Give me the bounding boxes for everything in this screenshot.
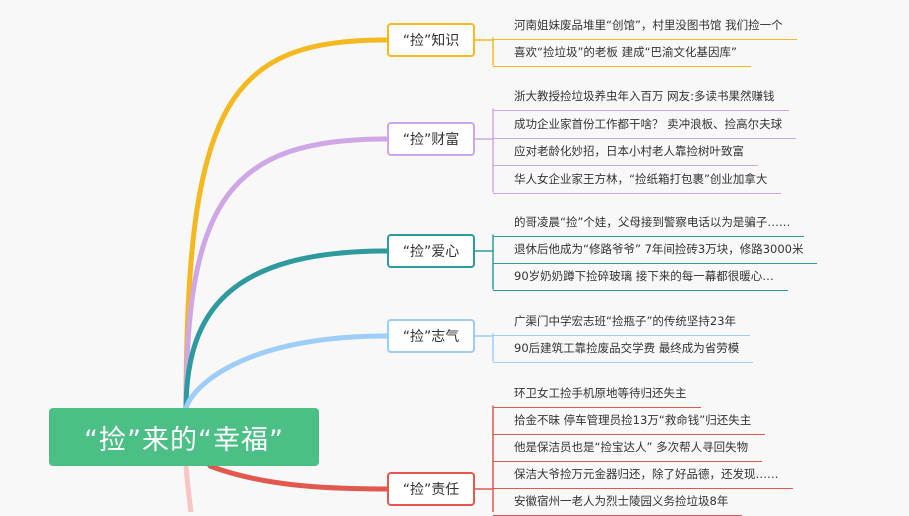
subtopic-node[interactable]: 安徽宿州一老人为烈士陵园义务捡垃圾8年 xyxy=(493,490,743,516)
subtopic-node[interactable]: 浙大教授捡垃圾养虫年入百万 网友:多读书果然赚钱 xyxy=(493,85,789,111)
subtopic-node[interactable]: 保洁大爷捡万元金器归还，除了好品德，还发现…… xyxy=(493,463,793,489)
connector-branch xyxy=(183,333,390,413)
connector-branch xyxy=(183,248,390,413)
subtopic-node[interactable]: 环卫女工捡手机原地等待归还失主 xyxy=(493,382,701,408)
connector-hidden xyxy=(183,463,194,512)
subtopic-node[interactable]: 拾金不昧 停车管理员捡13万“救命钱”归还失主 xyxy=(493,409,766,435)
subtopic-node[interactable]: 退休后他成为“修路爷爷” 7年间捡砖3万块，修路3000米 xyxy=(493,238,818,264)
subtopic-node[interactable]: 90岁奶奶蹲下捡碎玻璃 接下来的每一幕都很暖心… xyxy=(493,265,788,291)
subtopic-node[interactable]: 华人女企业家王方林，“捡纸箱打包裹”创业加拿大 xyxy=(493,168,782,194)
subtopic-node[interactable]: 喜欢“捡垃圾”的老板 建成“巴渝文化基因库” xyxy=(493,41,751,67)
subtopic-node[interactable]: 90后建筑工靠捡废品交学费 最终成为省劳模 xyxy=(493,337,754,363)
topic-node[interactable]: “捡”责任 xyxy=(387,472,475,506)
connector-branch xyxy=(183,37,390,413)
connector-branch xyxy=(183,136,390,413)
topic-node[interactable]: “捡”志气 xyxy=(387,319,475,353)
subtopic-node[interactable]: 河南姐妹废品堆里“创馆”，村里没图书馆 我们捡一个 xyxy=(493,14,797,40)
connector-branch xyxy=(207,463,390,492)
subtopic-node[interactable]: 广渠门中学宏志班“捡瓶子”的传统坚持23年 xyxy=(493,310,751,336)
topic-node[interactable]: “捡”爱心 xyxy=(387,234,475,268)
central-topic[interactable]: “捡”来的“幸福” xyxy=(49,408,319,466)
topic-node[interactable]: “捡”财富 xyxy=(387,122,475,156)
subtopic-node[interactable]: 应对老龄化妙招，日本小村老人靠捡树叶致富 xyxy=(493,140,758,166)
subtopic-node[interactable]: 的哥凌晨“捡”个娃，父母接到警察电话以为是骗子…… xyxy=(493,211,805,237)
subtopic-node[interactable]: 他是保洁员也是“捡宝达人” 多次帮人寻回失物 xyxy=(493,436,763,462)
subtopic-node[interactable]: 成功企业家首份工作都干啥？ 卖冲浪板、捡高尔夫球 xyxy=(493,113,797,139)
topic-node[interactable]: “捡”知识 xyxy=(387,23,475,57)
